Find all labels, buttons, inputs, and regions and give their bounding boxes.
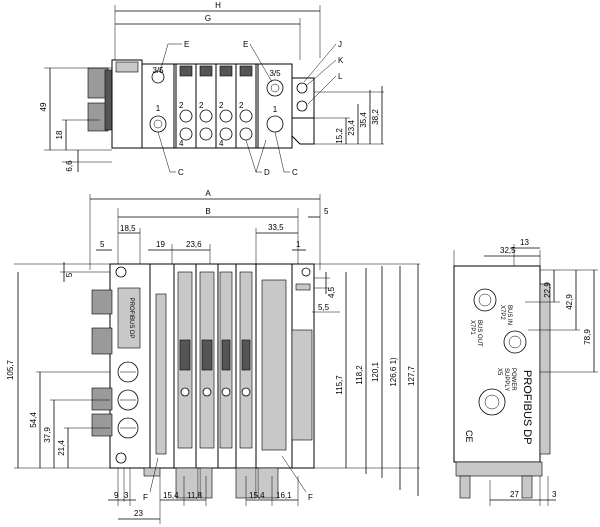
dim-105-7: 105,7	[6, 359, 15, 380]
ce-mark: CE	[464, 430, 474, 443]
dim-78-9: 78,9	[583, 329, 592, 345]
dim-15-4-b: 15,4	[249, 491, 265, 500]
svg-text:3/5: 3/5	[152, 66, 164, 75]
svg-text:BUS IN: BUS IN	[506, 305, 512, 325]
dim-120-1: 120,1	[371, 361, 380, 382]
valve-slices-front	[177, 271, 253, 449]
side-module-body	[453, 265, 541, 463]
svg-text:X7P1: X7P1	[469, 320, 475, 335]
bus-plug-1	[91, 289, 113, 315]
callout-C-left: C	[178, 168, 184, 177]
svg-text:1: 1	[156, 104, 161, 113]
callout-J: J	[338, 40, 342, 49]
side-view: 32,5 13 BUS IN X7P2 BUS OUT X7P1 POWER S…	[453, 238, 598, 506]
dim-5-left: 5	[100, 240, 105, 249]
callout-F-right: F	[308, 493, 313, 502]
dim-11-8: 11,8	[187, 491, 203, 500]
svg-text:X7P2: X7P2	[499, 305, 505, 320]
dim-115-7: 115,7	[335, 375, 344, 395]
dim-18-5: 18,5	[120, 224, 136, 233]
svg-text:2: 2	[179, 101, 184, 110]
dim-1: 1	[296, 240, 301, 249]
dim-37-9: 37,9	[43, 427, 52, 443]
svg-text:1: 1	[273, 105, 278, 114]
dim-B: B	[205, 207, 210, 216]
callout-E-left: E	[184, 40, 189, 49]
dim-5-side: 5	[65, 272, 74, 277]
callout-K: K	[338, 56, 344, 65]
dim-42-9: 42,9	[565, 294, 574, 310]
electronic-module-top	[111, 59, 143, 149]
dim-G: G	[205, 14, 211, 23]
dim-3: 3	[124, 491, 129, 500]
dim-A: A	[205, 189, 211, 198]
dim-15-4-a: 15,4	[163, 491, 179, 500]
dim-9: 9	[114, 491, 119, 500]
top-view: H G 3/5 1	[39, 1, 384, 177]
dim-23-4: 23,4	[347, 120, 356, 136]
dim-118-2: 118,2	[355, 365, 364, 385]
front-view: A B 5 18,5 19 23,6 33,5 1 5 PROFIBUS DP	[6, 189, 420, 524]
dim-38-2: 38,2	[371, 109, 380, 125]
dim-21-4: 21,4	[57, 440, 66, 456]
dim-54-4: 54,4	[29, 412, 38, 428]
dim-18: 18	[55, 130, 64, 139]
dim-4-5: 4,5	[327, 286, 336, 298]
callout-C-right: C	[292, 168, 298, 177]
port-3-5-left	[151, 70, 165, 84]
dim-23-6: 23,6	[186, 240, 202, 249]
svg-text:4: 4	[219, 139, 224, 148]
dim-127-7: 127,7	[407, 365, 416, 386]
dim-6-6: 6,6	[65, 160, 74, 172]
bus-out-connector	[473, 288, 497, 312]
dim-5-top: 5	[324, 207, 329, 216]
callout-D: D	[264, 168, 270, 177]
callout-L: L	[338, 72, 343, 81]
svg-text:PROFIBUS DP: PROFIBUS DP	[128, 298, 134, 339]
dim-15-2: 15,2	[335, 128, 344, 144]
dim-33-5: 33,5	[268, 223, 284, 232]
power-supply-connector	[478, 388, 506, 416]
brand-label: PROFIBUS DP	[521, 370, 533, 445]
dim-16-1: 16,1	[276, 491, 292, 500]
dim-22-9: 22,9	[543, 282, 552, 298]
dim-27: 27	[510, 490, 519, 499]
dim-49: 49	[39, 102, 48, 111]
callout-E-right: E	[243, 40, 248, 49]
port-3-5-right	[266, 79, 284, 97]
dim-23: 23	[134, 509, 143, 518]
svg-text:2: 2	[239, 101, 244, 110]
dim-H: H	[215, 1, 221, 10]
dim-5-5: 5,5	[318, 303, 330, 312]
dim-13: 13	[520, 238, 529, 247]
svg-text:BUS OUT: BUS OUT	[476, 320, 482, 347]
dim-3-side: 3	[552, 490, 557, 499]
dim-126-6: 126,6 1)	[389, 357, 398, 387]
svg-text:2: 2	[219, 101, 224, 110]
svg-text:POWER: POWER	[510, 368, 516, 391]
dim-19: 19	[156, 240, 165, 249]
callout-F-left: F	[143, 493, 148, 502]
valve-slices-top: 2 2 2 2 4 4	[175, 63, 257, 149]
svg-text:3/5: 3/5	[269, 69, 281, 78]
svg-text:4: 4	[179, 139, 184, 148]
svg-text:SUPPLY: SUPPLY	[503, 368, 509, 391]
svg-text:2: 2	[199, 101, 204, 110]
dim-35-4: 35,4	[359, 112, 368, 128]
bus-in-connector	[503, 330, 527, 354]
dim-32-5: 32,5	[500, 246, 516, 255]
svg-text:X5: X5	[496, 368, 502, 376]
